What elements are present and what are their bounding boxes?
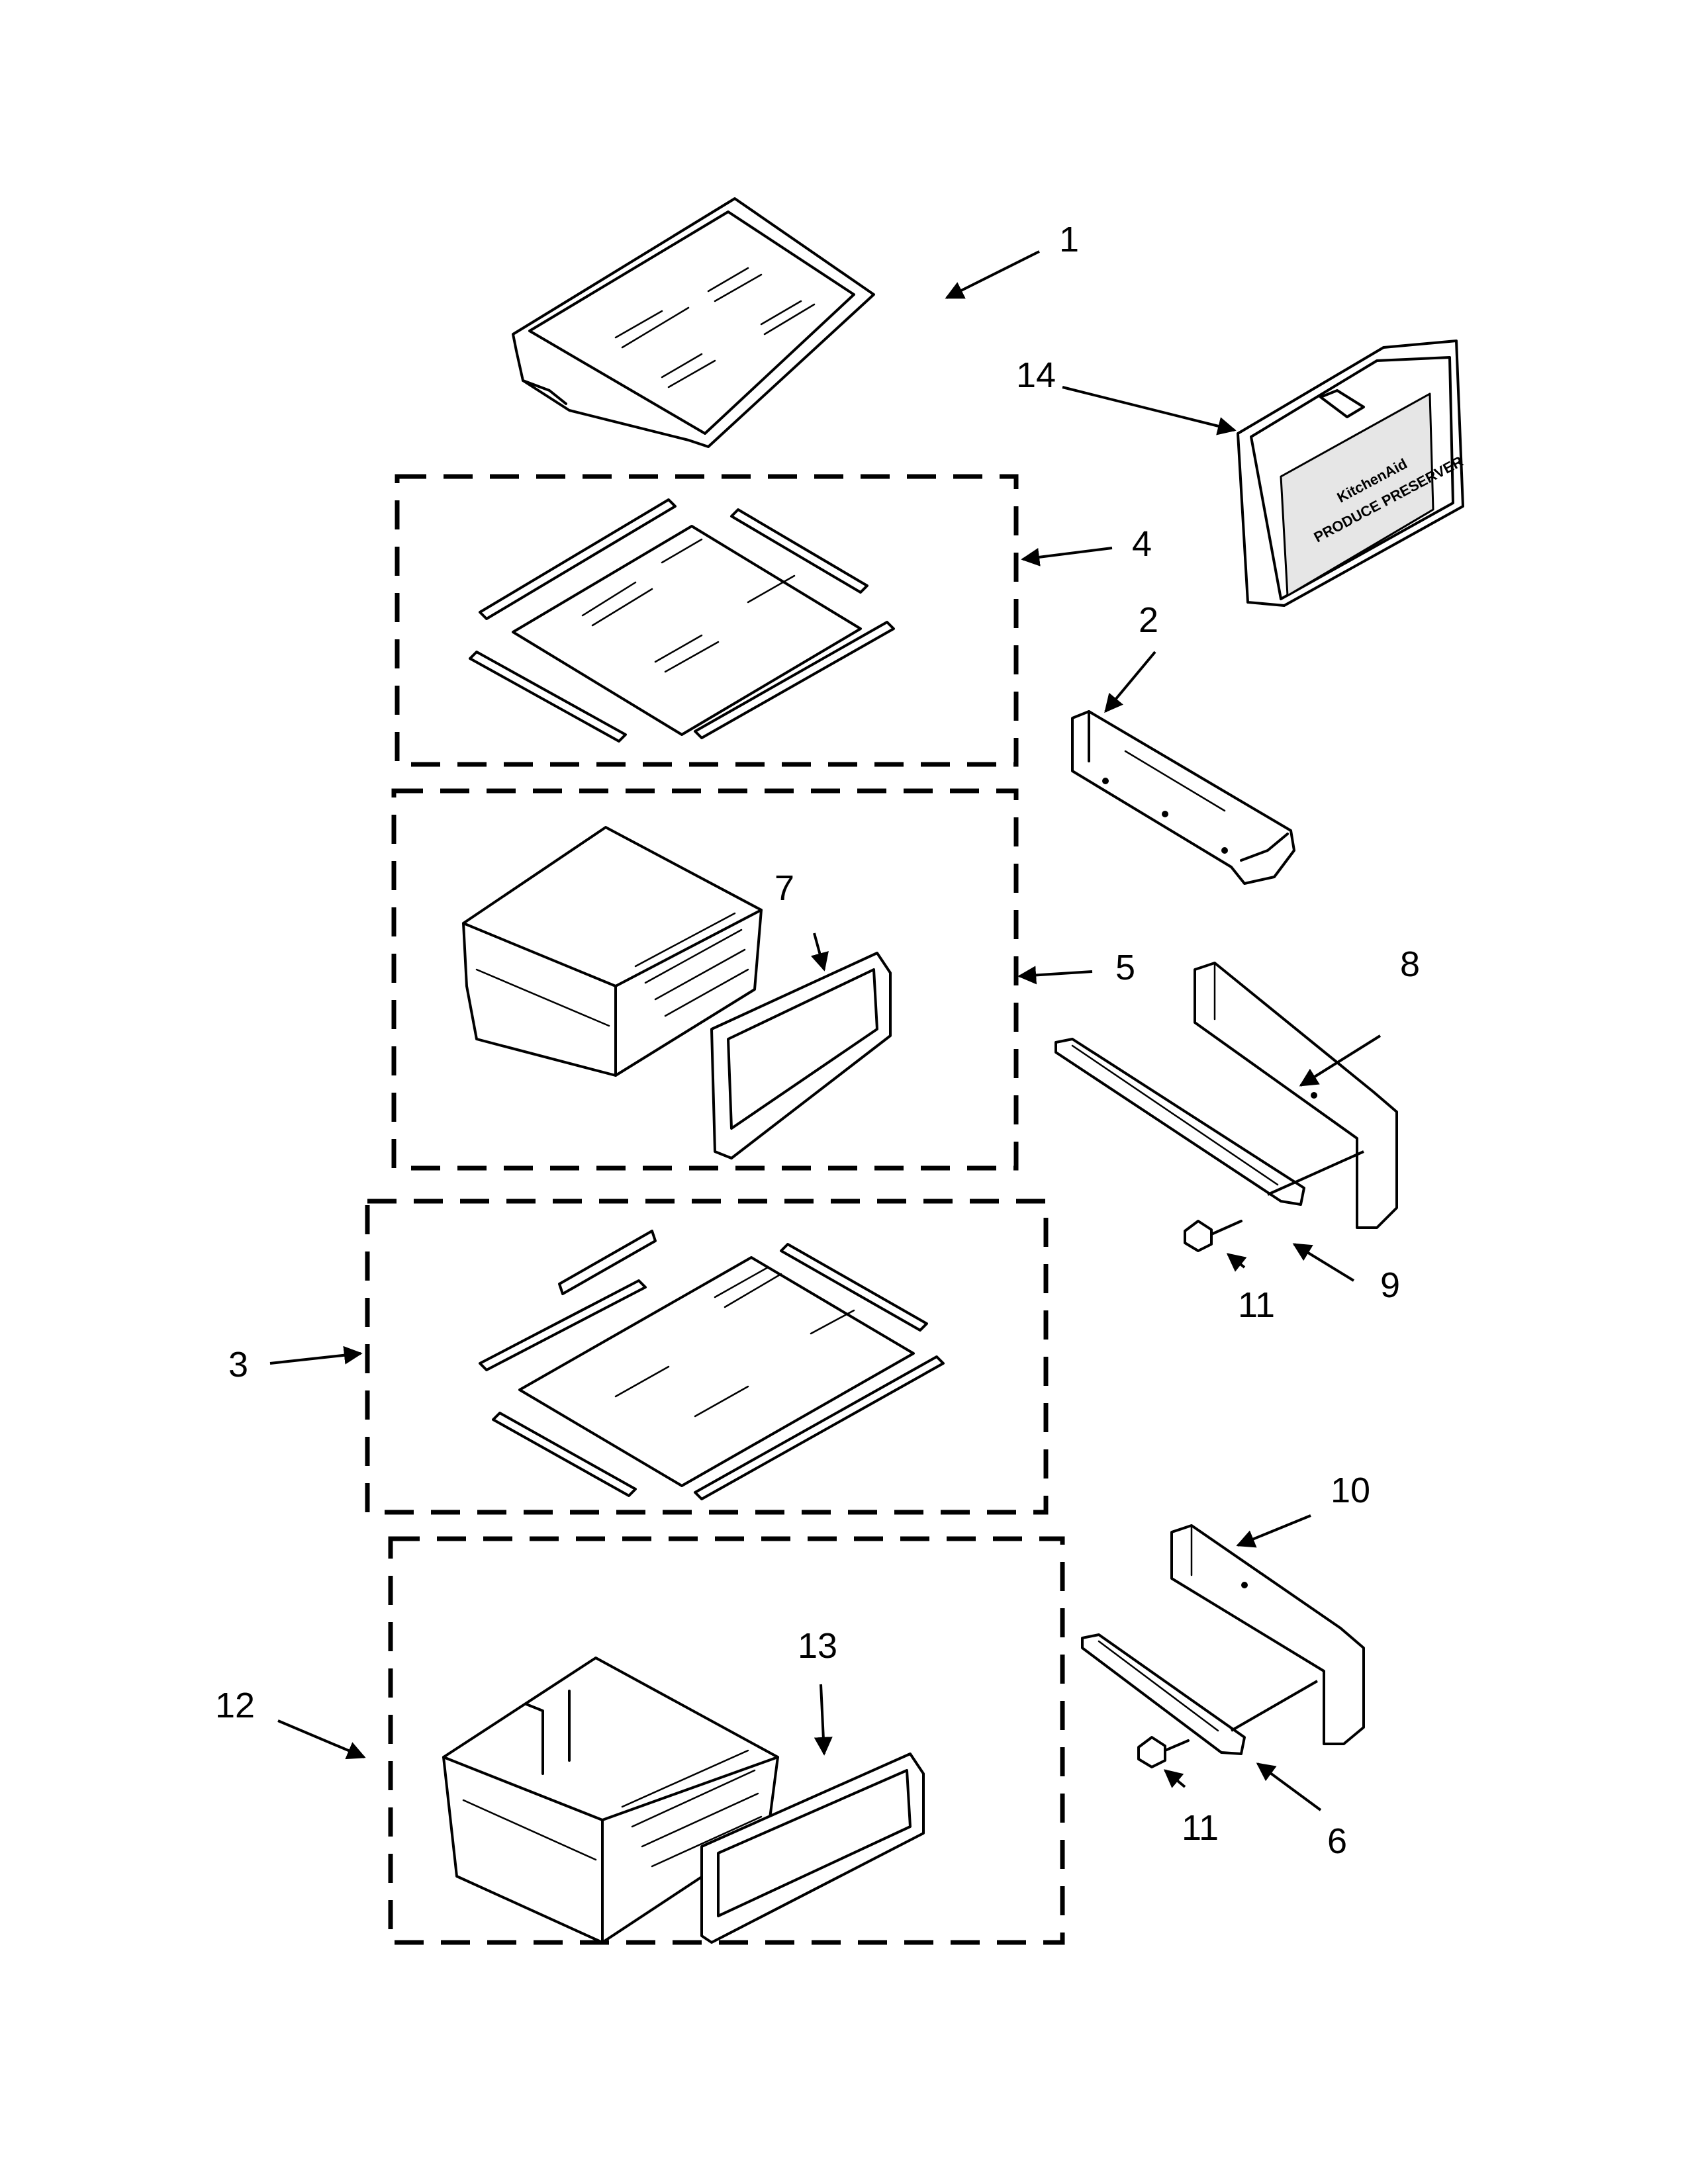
callout-4: 4 (1132, 524, 1152, 564)
part-1-top-shelf (512, 197, 875, 448)
callout-8: 8 (1400, 944, 1420, 984)
assembly-box-5 (391, 788, 1019, 1171)
callout-10: 10 (1331, 1471, 1370, 1510)
part-10-rail-cover (1170, 1524, 1365, 1745)
part-4-glass-shelf (469, 498, 895, 743)
part-8-rail-cover (1194, 962, 1398, 1229)
callout-6: 6 (1327, 1821, 1347, 1861)
part-11-screw-lower (1137, 1736, 1190, 1768)
callout-11-lower: 11 (1182, 1808, 1219, 1848)
callout-12: 12 (215, 1686, 255, 1725)
callout-7: 7 (774, 868, 794, 908)
part-6-slide-rail (1081, 1633, 1318, 1755)
assembly-box-4 (395, 474, 1019, 767)
leader-arrows (269, 250, 1382, 1811)
part-9-slide-rail (1055, 1038, 1364, 1206)
assembly-box-12 (388, 1536, 1065, 1945)
assembly-box-3 (365, 1199, 1049, 1515)
callout-labels: 1 14 4 2 7 5 8 9 11 3 10 13 12 11 6 (215, 220, 1420, 1861)
callout-14: 14 (1016, 355, 1056, 395)
callout-3: 3 (228, 1345, 248, 1385)
part-3-glass-shelf (479, 1230, 945, 1500)
callout-5: 5 (1115, 948, 1135, 987)
callout-11-upper: 11 (1238, 1285, 1275, 1325)
part-7-crisper-front (710, 952, 892, 1160)
callout-2: 2 (1139, 600, 1158, 640)
part-2-support (1071, 710, 1295, 885)
part-13-bin-front (700, 1752, 925, 1944)
callout-13: 13 (798, 1626, 837, 1666)
part-14-produce-preserver: KitchenAid PRODUCE PRESERVER (1237, 340, 1466, 607)
part-11-screw-upper (1184, 1220, 1243, 1252)
part-5-crisper-drawer (462, 826, 763, 1077)
callout-9: 9 (1380, 1265, 1400, 1305)
callout-1: 1 (1059, 220, 1079, 259)
